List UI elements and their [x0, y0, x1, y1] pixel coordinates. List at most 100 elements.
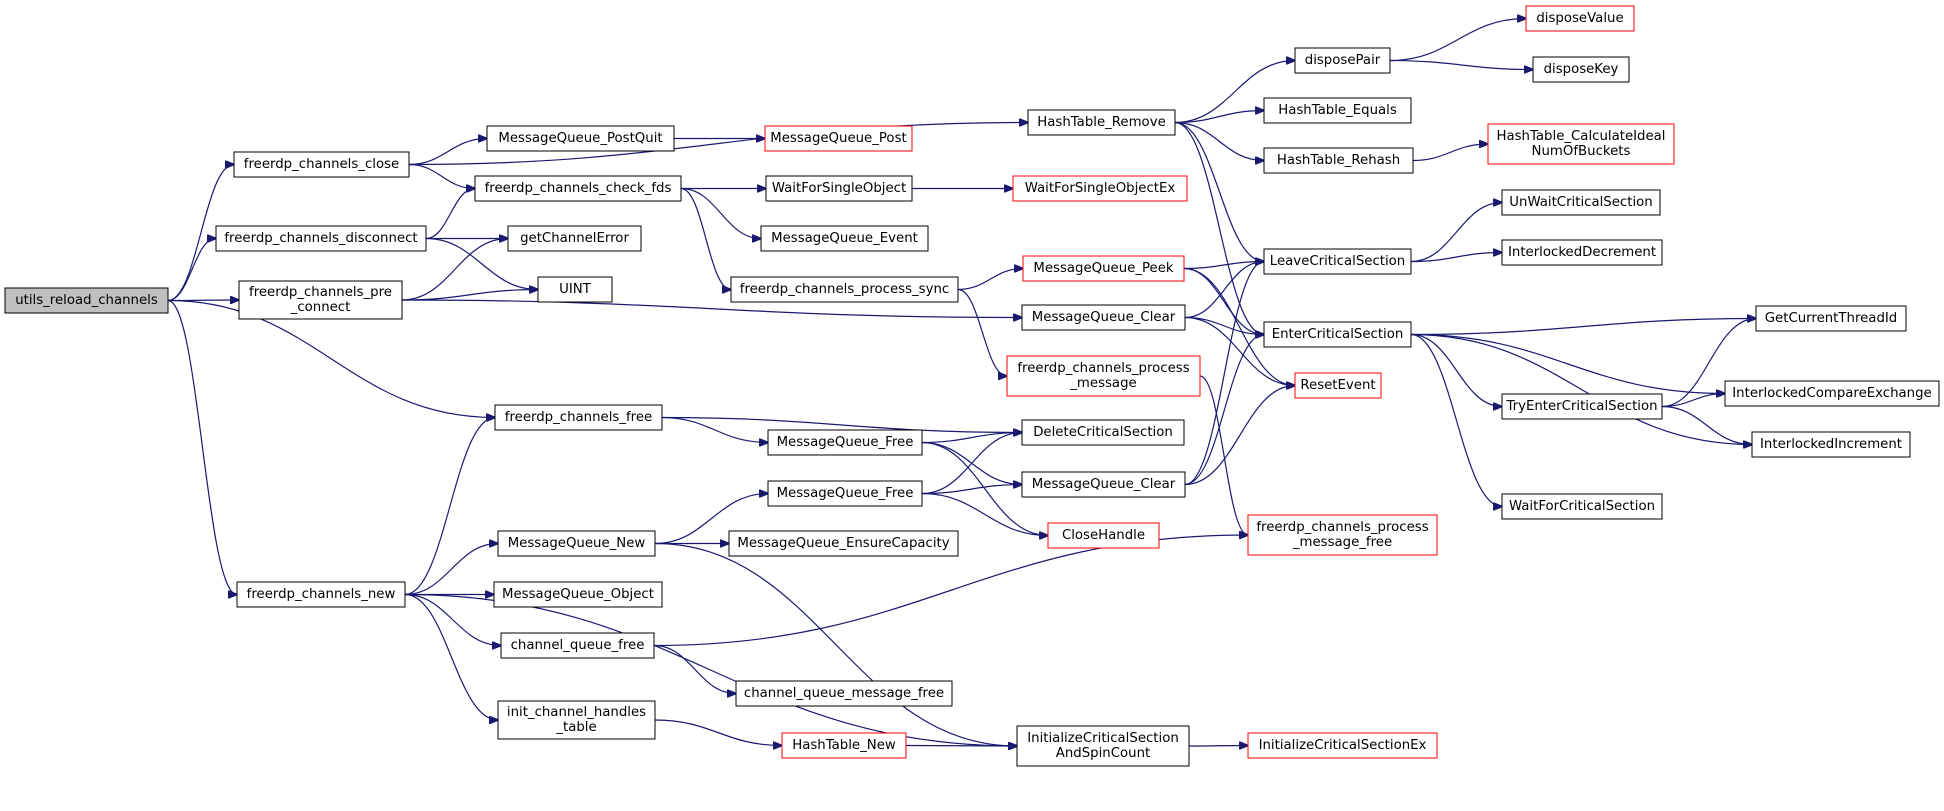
node-utils-reload-channels[interactable]: utils_reload_channels [4, 287, 169, 314]
node-freerdp-channels-process-message-free[interactable]: freerdp_channels_process_message_free [1247, 514, 1438, 556]
node-label: freerdp_channels_new [247, 587, 396, 602]
edge-message-queue-clear-1-to-leave-critical-section [1184, 262, 1264, 319]
node-un-wait-critical-section[interactable]: UnWaitCriticalSection [1501, 189, 1661, 216]
node-label: TryEnterCriticalSection [1505, 399, 1657, 414]
node-initialize-critical-section-ex[interactable]: InitializeCriticalSectionEx [1247, 732, 1438, 759]
node-message-queue-clear-2[interactable]: MessageQueue_Clear [1021, 471, 1186, 498]
node-label: init_channel_handles [507, 705, 646, 720]
edge-message-queue-peek-to-reset-event [1183, 267, 1295, 386]
node-try-enter-critical-section[interactable]: TryEnterCriticalSection [1501, 393, 1663, 420]
node-freerdp-channels-new[interactable]: freerdp_channels_new [236, 581, 406, 608]
edge-freerdp-channels-pre-connect-to-uint [401, 290, 538, 301]
node-label: getChannelError [520, 231, 629, 246]
edge-freerdp-channels-free-to-delete-critical-section [661, 416, 1022, 433]
node-label: InitializeCriticalSection [1027, 731, 1179, 746]
node-wait-for-single-object[interactable]: WaitForSingleObject [765, 175, 913, 202]
node-freerdp-channels-free[interactable]: freerdp_channels_free [494, 404, 663, 431]
node-box [494, 404, 663, 431]
edge-message-queue-free-2-to-delete-critical-section [921, 433, 1022, 495]
node-delete-critical-section[interactable]: DeleteCriticalSection [1021, 419, 1185, 446]
node-box [767, 480, 923, 507]
node-box [1755, 305, 1907, 332]
node-get-current-thread-id[interactable]: GetCurrentThreadId [1755, 305, 1907, 332]
node-freerdp-channels-close[interactable]: freerdp_channels_close [233, 151, 410, 178]
node-interlocked-compare-exchange[interactable]: InterlockedCompareExchange [1724, 380, 1940, 407]
node-label: _table [555, 720, 596, 735]
node-box [730, 276, 959, 303]
node-label: MessageQueue_Peek [1033, 261, 1174, 276]
node-box [728, 530, 959, 557]
node-box [764, 125, 913, 152]
node-label: freerdp_channels_pre [249, 285, 392, 300]
node-box [767, 429, 923, 456]
node-box [474, 175, 682, 202]
node-hash-table-equals[interactable]: HashTable_Equals [1263, 97, 1412, 124]
node-label: freerdp_channels_process [1017, 361, 1189, 376]
node-message-queue-clear-1[interactable]: MessageQueue_Clear [1021, 304, 1186, 331]
node-box [1263, 97, 1412, 124]
node-freerdp-channels-process-message[interactable]: freerdp_channels_process_message [1006, 355, 1201, 397]
edge-dispose-pair-to-dispose-key [1389, 59, 1533, 70]
edge-channel-queue-free-to-channel-queue-message-free [653, 644, 736, 694]
node-message-queue-free-2[interactable]: MessageQueue_Free [767, 480, 923, 507]
node-label: InterlockedDecrement [1508, 245, 1656, 260]
node-box [1022, 255, 1185, 282]
edge-enter-critical-section-to-wait-for-critical-section [1410, 333, 1502, 507]
node-label: WaitForCriticalSection [1509, 499, 1655, 514]
edge-message-queue-new-to-initialize-critical-section-and-spin-count [654, 542, 1017, 747]
node-freerdp-channels-pre-connect[interactable]: freerdp_channels_pre_connect [238, 280, 403, 320]
node-wait-for-single-object-ex[interactable]: WaitForSingleObjectEx [1012, 175, 1188, 202]
node-leave-critical-section[interactable]: LeaveCriticalSection [1263, 248, 1412, 275]
node-label: LeaveCriticalSection [1270, 254, 1405, 269]
node-message-queue-new[interactable]: MessageQueue_New [497, 530, 656, 557]
node-box [1525, 5, 1635, 32]
node-hash-table-remove[interactable]: HashTable_Remove [1027, 109, 1176, 136]
node-dispose-value[interactable]: disposeValue [1525, 5, 1635, 32]
node-message-queue-event[interactable]: MessageQueue_Event [760, 225, 929, 252]
node-freerdp-channels-process-sync[interactable]: freerdp_channels_process_sync [730, 276, 959, 303]
edge-leave-critical-section-to-interlocked-decrement [1410, 253, 1502, 263]
node-message-queue-object[interactable]: MessageQueue_Object [493, 581, 663, 608]
node-interlocked-increment[interactable]: InterlockedIncrement [1751, 431, 1911, 458]
node-interlocked-decrement[interactable]: InterlockedDecrement [1501, 239, 1663, 266]
edge-message-queue-peek-to-enter-critical-section [1183, 267, 1264, 335]
edge-message-queue-free-1-to-delete-critical-section [921, 433, 1022, 444]
node-channel-queue-free[interactable]: channel_queue_free [500, 632, 655, 659]
node-init-channel-handles-table[interactable]: init_channel_handles_table [497, 700, 656, 740]
node-wait-for-critical-section[interactable]: WaitForCriticalSection [1501, 493, 1663, 520]
node-freerdp-channels-check-fds[interactable]: freerdp_channels_check_fds [474, 175, 682, 202]
node-dispose-key[interactable]: disposeKey [1532, 56, 1630, 83]
node-label: freerdp_channels_process [1256, 520, 1428, 535]
node-freerdp-channels-disconnect[interactable]: freerdp_channels_disconnect [215, 225, 427, 252]
node-uint[interactable]: UINT [537, 276, 613, 303]
node-label: CloseHandle [1062, 528, 1145, 543]
node-label: MessageQueue_Free [777, 435, 914, 450]
node-close-handle[interactable]: CloseHandle [1047, 522, 1160, 549]
node-message-queue-post[interactable]: MessageQueue_Post [764, 125, 913, 152]
node-hash-table-rehash[interactable]: HashTable_Rehash [1263, 147, 1414, 174]
node-box [507, 225, 642, 252]
node-box [1247, 514, 1438, 556]
node-reset-event[interactable]: ResetEvent [1294, 372, 1382, 399]
edge-message-queue-clear-2-to-leave-critical-section [1184, 262, 1264, 486]
node-label: _connect [290, 300, 351, 315]
edge-freerdp-channels-process-sync-to-freerdp-channels-process-message [957, 288, 1007, 377]
node-message-queue-free-1[interactable]: MessageQueue_Free [767, 429, 923, 456]
edge-dispose-pair-to-dispose-value [1389, 19, 1526, 62]
node-message-queue-ensure-capacity[interactable]: MessageQueue_EnsureCapacity [728, 530, 959, 557]
node-box [735, 680, 953, 707]
node-box [1012, 175, 1188, 202]
node-label: HashTable_Rehash [1277, 153, 1400, 168]
node-enter-critical-section[interactable]: EnterCriticalSection [1263, 321, 1412, 348]
node-message-queue-post-quit[interactable]: MessageQueue_PostQuit [486, 125, 675, 152]
node-channel-queue-message-free[interactable]: channel_queue_message_free [735, 680, 953, 707]
edge-enter-critical-section-to-interlocked-increment [1410, 333, 1752, 445]
node-dispose-pair[interactable]: disposePair [1294, 47, 1391, 74]
node-box [493, 581, 663, 608]
node-hash-table-new[interactable]: HashTable_New [781, 732, 907, 759]
node-message-queue-peek[interactable]: MessageQueue_Peek [1022, 255, 1185, 282]
node-label: MessageQueue_EnsureCapacity [737, 536, 949, 551]
node-get-channel-error[interactable]: getChannelError [507, 225, 642, 252]
